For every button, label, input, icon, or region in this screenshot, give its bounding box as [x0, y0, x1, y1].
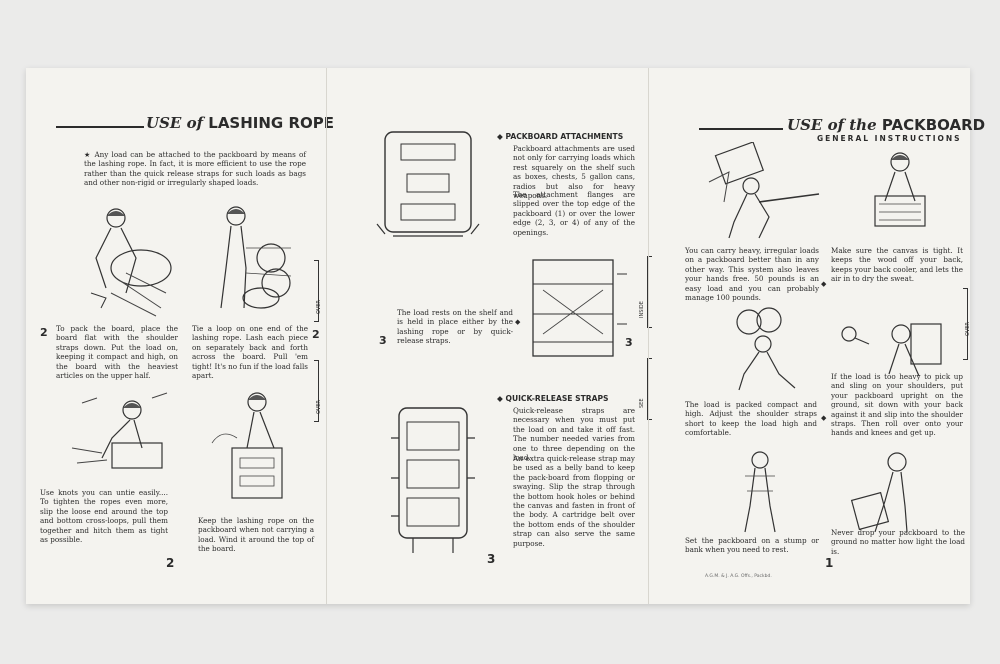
shelf-text: The load rests on the shelf and is held …	[397, 308, 513, 346]
title-rule	[699, 128, 783, 130]
soldier-carrying-load-illustration	[689, 142, 839, 242]
soldier-lashing-illustration	[206, 198, 306, 318]
side-label-over: OVER	[316, 400, 322, 414]
packboard-shelf-illustration	[373, 124, 483, 254]
soldier-winding-rope-drawing	[211, 392, 283, 499]
instruction-text-canvas: Make sure the canvas is tight. It keeps …	[831, 246, 963, 284]
step-text-tie-loop: Tie a loop on one end of the lashing rop…	[192, 324, 308, 381]
page-bracket	[963, 288, 968, 360]
soldier-dropping-pack-illustration	[845, 446, 935, 536]
side-label-inside: INSIDE	[639, 301, 645, 318]
step-number: 3	[379, 334, 387, 347]
soldier-resting-drawing	[744, 451, 776, 533]
diamond-marker: ◆	[515, 318, 521, 326]
packboard-shelf-drawing	[376, 131, 480, 237]
panel-subtitle: GENERAL INSTRUCTIONS	[817, 134, 962, 143]
step-text-knots: Use knots you can untie easily.... To ti…	[40, 488, 168, 545]
soldier-resting-illustration	[725, 446, 795, 536]
diamond-marker: ◆	[821, 280, 827, 288]
instruction-text-carry: You can carry heavy, irregular loads on …	[685, 246, 819, 303]
panel-attachments: ◆ PACKBOARD ATTACHMENTS Packboard attach…	[326, 68, 652, 604]
step-number: 3	[625, 336, 633, 349]
side-label-over: OVER	[316, 300, 322, 314]
page-number: 1	[825, 556, 834, 570]
step-number: 2	[40, 326, 48, 339]
soldier-lashing-drawing	[220, 206, 292, 309]
panel-title: USE of the PACKBOARD	[787, 116, 986, 134]
soldier-dropping-pack-drawing	[850, 452, 908, 533]
title-rule	[56, 126, 144, 128]
packboard-attachment-illustration	[523, 254, 633, 364]
soldier-rolling-up-illustration	[829, 304, 959, 394]
panel-lashing-rope: USE of LASHING ROPE ★ Any load can be at…	[26, 68, 334, 604]
page-bracket	[647, 256, 652, 328]
soldier-carrying-load-drawing	[708, 142, 820, 239]
attachments-text-flanges: The attachment flanges are slipped over …	[513, 190, 635, 237]
soldier-tightening-illustration	[52, 388, 182, 488]
packboard-straps-illustration	[383, 398, 483, 558]
soldier-checking-canvas-drawing	[874, 152, 926, 227]
panel-packboard: USE of the PACKBOARD GENERAL INSTRUCTION…	[648, 68, 985, 604]
panel-title: USE of LASHING ROPE	[146, 114, 335, 132]
soldier-packing-illustration	[66, 198, 186, 318]
step-text-pack-board: To pack the board, place the board flat …	[56, 324, 178, 381]
attachments-text: Packboard attachments are used not only …	[513, 144, 635, 201]
section-heading-attachments: ◆ PACKBOARD ATTACHMENTS	[497, 132, 624, 141]
soldier-packed-load-illustration	[709, 304, 819, 394]
soldier-rolling-up-drawing	[841, 323, 942, 377]
step-number: 2	[312, 328, 320, 341]
soldier-checking-canvas-illustration	[845, 146, 955, 236]
page-number: 2	[166, 556, 175, 570]
page-bracket	[314, 360, 319, 422]
intro-text: ★ Any load can be attached to the packbo…	[84, 150, 306, 188]
printer-footnote: A.G.M. & J. A.G. Offs., Packbd.	[705, 574, 772, 579]
page-bracket	[314, 260, 319, 322]
instruction-text-rest: Set the packboard on a stump or bank whe…	[685, 536, 819, 555]
step-text-keep-rope: Keep the lashing rope on the packboard w…	[198, 516, 314, 554]
side-label-over: OVER	[965, 322, 971, 336]
straps-text: Quick-release straps are necessary when …	[513, 406, 635, 463]
straps-text-belly-band: An extra quick-release strap may be used…	[513, 454, 635, 548]
instruction-text-packed: The load is packed compact and high. Adj…	[685, 400, 817, 438]
soldier-tightening-drawing	[71, 392, 168, 469]
page-bracket	[647, 358, 652, 420]
side-label-see: SEE	[639, 398, 645, 409]
page-number: 3	[487, 552, 496, 566]
instruction-text-never-drop: Never drop your packboard to the ground …	[831, 528, 965, 556]
packboard-straps-drawing	[391, 407, 475, 553]
soldier-packed-load-drawing	[736, 307, 796, 391]
folded-pamphlet: USE of LASHING ROPE ★ Any load can be at…	[26, 68, 985, 604]
diamond-marker: ◆	[821, 414, 827, 422]
soldier-winding-rope-illustration	[202, 388, 312, 508]
packboard-attachment-drawing	[532, 259, 627, 357]
soldier-packing-drawing	[90, 208, 172, 317]
section-heading-quick-release: ◆ QUICK-RELEASE STRAPS	[497, 394, 609, 403]
instruction-text-heavy: If the load is too heavy to pick up and …	[831, 372, 963, 438]
